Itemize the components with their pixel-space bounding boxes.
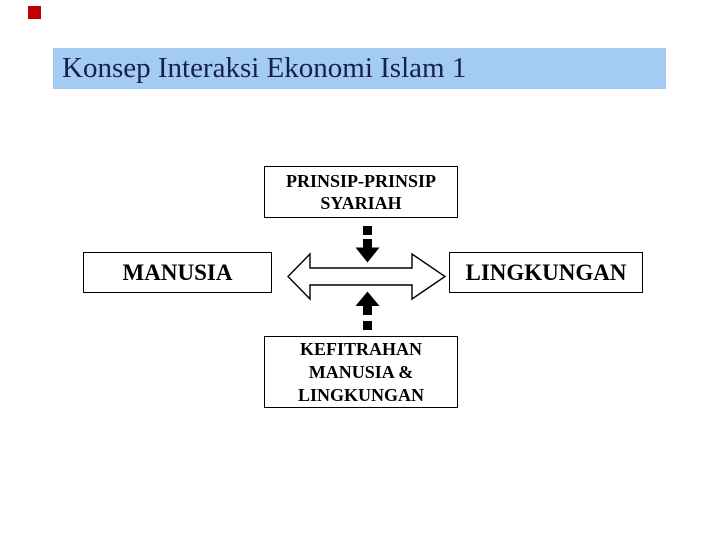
lingkungan-box: LINGKUNGAN: [449, 252, 643, 293]
manusia-label: MANUSIA: [122, 259, 233, 285]
slide-title: Konsep Interaksi Ekonomi Islam 1: [62, 52, 467, 84]
manusia-box: MANUSIA: [83, 252, 272, 293]
dashed-up-arrow-icon: [355, 291, 380, 330]
up-arrowhead: [355, 291, 380, 315]
lingkungan-label: LINGKUNGAN: [465, 259, 627, 285]
red-square-marker: [28, 6, 41, 19]
dash-segment: [363, 321, 372, 330]
principles-line2: SYARIAH: [320, 193, 402, 213]
kefitrahan-line3: LINGKUNGAN: [297, 384, 424, 405]
kefitrahan-line2: MANUSIA &: [308, 361, 414, 382]
principles-line1: PRINSIP-PRINSIP: [285, 171, 436, 191]
kefitrahan-line1: KEFITRAHAN: [299, 338, 422, 359]
dash-segment: [363, 226, 372, 235]
title-bar: Konsep Interaksi Ekonomi Islam 1: [53, 48, 666, 89]
double-arrow-shape: [287, 252, 447, 301]
double-horizontal-arrow-icon: [287, 252, 447, 301]
dashed-down-arrow-icon: [355, 226, 380, 263]
down-arrowhead: [355, 239, 380, 263]
principles-box: PRINSIP-PRINSIP SYARIAH: [264, 166, 458, 218]
kefitrahan-box: KEFITRAHAN MANUSIA & LINGKUNGAN: [264, 336, 458, 408]
